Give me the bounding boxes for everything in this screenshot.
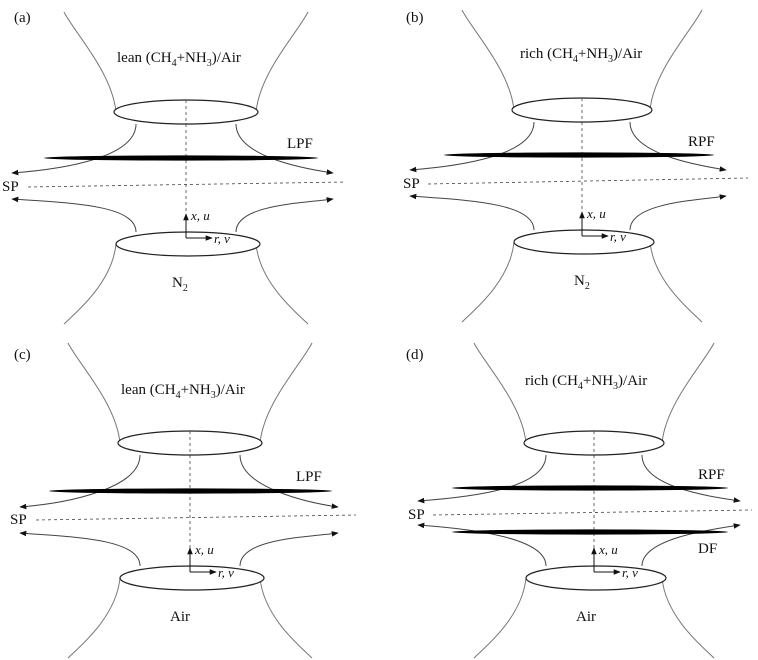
panel-tag: (c)	[14, 347, 31, 363]
upper-stream-label: rich (CH4+NH3)/Air	[520, 46, 642, 65]
flame-label-lpf: LPF	[287, 136, 313, 152]
lower-stream-label: N2	[172, 275, 188, 294]
r-axis-label: r, v	[218, 565, 234, 580]
x-axis-label: x, u	[598, 542, 618, 557]
stagnation-plane-line	[427, 177, 749, 185]
flame-label-rpf: RPF	[688, 134, 715, 150]
x-axis-label: x, u	[190, 208, 210, 223]
lower-nozzle-left-wall	[63, 243, 117, 325]
upper-streamline-left	[11, 123, 137, 176]
lower-streamline-left	[11, 196, 137, 233]
x-axis-label: x, u	[586, 206, 606, 221]
r-axis-label: r, v	[214, 231, 230, 246]
flame-sheet-rpf	[444, 152, 714, 158]
lower-nozzle-right-wall	[259, 577, 313, 659]
lower-nozzle-rim	[115, 231, 261, 257]
stagnation-plane-line	[432, 509, 753, 516]
upper-stream-label: lean (CH4+NH3)/Air	[117, 50, 241, 69]
lower-streamline-left	[417, 522, 547, 567]
flame-label-rpf: RPF	[698, 467, 725, 483]
lower-streamline-left	[19, 530, 141, 567]
lower-nozzle-rim	[513, 229, 655, 255]
upper-nozzle-left-wall	[461, 9, 515, 111]
lower-nozzle-right-wall	[649, 241, 703, 323]
panel-tag: (b)	[406, 10, 424, 26]
lower-nozzle-right-wall	[661, 577, 715, 659]
upper-streamline-left	[409, 121, 535, 173]
upper-streamline-right	[235, 123, 334, 175]
upper-streamline-right	[641, 454, 741, 503]
flame-sheet-df	[452, 529, 728, 535]
lower-nozzle-rim	[525, 565, 667, 591]
r-axis-label: r, v	[622, 565, 638, 580]
lower-streamline-left	[409, 193, 535, 231]
upper-stream-label: lean (CH4+NH3)/Air	[121, 382, 245, 401]
lower-streamline-right	[239, 531, 339, 567]
lower-streamline-right	[629, 194, 727, 231]
upper-streamline-right	[239, 454, 339, 509]
stagnation-plane-label: SP	[403, 176, 420, 192]
r-axis-label: r, v	[610, 229, 626, 244]
upper-nozzle-right-wall	[661, 342, 715, 444]
lower-nozzle-left-wall	[67, 577, 121, 659]
lower-nozzle-left-wall	[461, 241, 515, 323]
lower-stream-label: Air	[170, 609, 190, 625]
flame-sheet-rpf	[452, 485, 728, 491]
panel-tag: (d)	[406, 347, 424, 363]
lower-nozzle-right-wall	[255, 243, 309, 325]
panel-tag: (a)	[14, 10, 31, 26]
lower-streamline-right	[235, 197, 334, 233]
upper-nozzle-left-wall	[473, 342, 527, 444]
lower-stream-label: N2	[574, 273, 590, 292]
upper-nozzle-left-wall	[67, 342, 121, 444]
lower-stream-label: Air	[576, 609, 596, 625]
stagnation-plane-label: SP	[10, 512, 27, 528]
lower-streamline-right	[641, 523, 741, 567]
lower-nozzle-left-wall	[473, 577, 527, 659]
upper-nozzle-right-wall	[259, 342, 313, 444]
stagnation-plane-line	[35, 514, 357, 521]
stagnation-plane-label: SP	[2, 179, 19, 195]
x-axis-label: x, u	[194, 542, 214, 557]
flame-label-df: DF	[698, 541, 717, 557]
upper-nozzle-right-wall	[649, 9, 703, 111]
flame-label-lpf: LPF	[296, 469, 322, 485]
flame-sheet-lpf	[44, 155, 318, 161]
upper-nozzle-left-wall	[63, 11, 117, 113]
upper-nozzle-right-wall	[255, 11, 309, 113]
flame-sheet-lpf	[49, 488, 332, 494]
lower-nozzle-rim	[119, 565, 265, 591]
upper-streamline-left	[417, 454, 547, 504]
stagnation-plane-label: SP	[408, 507, 425, 523]
stagnation-plane-line	[27, 181, 347, 188]
upper-streamline-left	[19, 454, 141, 510]
upper-stream-label: rich (CH4+NH3)/Air	[525, 373, 647, 392]
